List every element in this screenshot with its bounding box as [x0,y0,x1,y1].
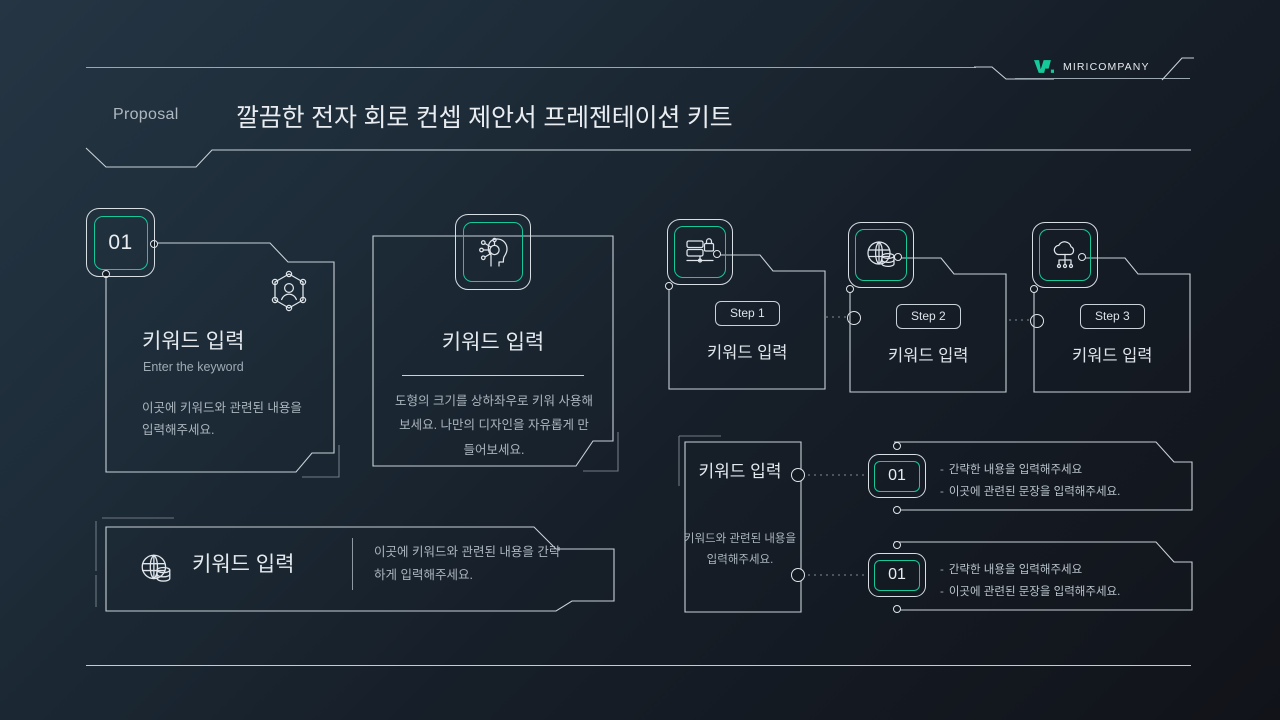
header-top-rule-right [1015,78,1190,79]
brand-logo: MIRICOMPANY [1034,59,1150,74]
bullet-dash: - [940,486,944,498]
bottom-right-badge-1-number: 01 [874,460,920,492]
banner-divider [352,538,353,590]
bullet-dash: - [940,564,944,576]
step-card-3[interactable]: Step 3 키워드 입력 [1020,222,1191,394]
step-3-pill[interactable]: Step 3 [1080,304,1145,329]
card-two-body: 도형의 크기를 상하좌우로 키워 사용해보세요. 나만의 디자인을 자유롭게 만… [395,394,593,457]
step-3-node-right [1078,253,1086,261]
bottom-right-badge-1[interactable]: 01 [868,454,926,498]
card-one[interactable]: 01 키워드 입력 Enter the keyword 이곳에 키워드와 관련된… [86,208,352,490]
step-1-node-bottom [665,282,673,290]
bottom-right-badge-1-node-bottom [893,506,901,514]
bottom-right-row-1-line-2: -이곳에 관련된 문장을 입력해주세요. [940,486,1121,498]
card-one-body: 이곳에 키워드와 관련된 내용을 입력해주세요. [142,401,302,437]
step-3-node-bottom [1030,285,1038,293]
globe-database-icon [867,241,895,268]
card-two-title: 키워드 입력 [441,331,545,354]
step-2-node-bottom [846,285,854,293]
step-3-icon-badge[interactable] [1032,222,1098,288]
bullet-dash: - [940,464,944,476]
bottom-right-dots-2 [808,574,866,576]
bottom-right-body: 키워드와 관련된 내용을 입력해주세요. [683,533,797,567]
hexagon-user-network-icon [271,270,307,312]
miri-logo-mark-icon [1034,60,1054,73]
step-connector-1-2 [826,316,848,318]
brand-name: MIRICOMPANY [1063,60,1150,73]
step-1-node-right [713,250,721,258]
card-two-divider [402,375,584,376]
header-notch-right [974,66,1054,80]
step-1-pill[interactable]: Step 1 [715,301,780,326]
bottom-right-badge-2-number: 01 [874,559,920,591]
header-bottom-rule [85,147,1191,168]
step-2-label: 키워드 입력 [888,347,969,365]
step-3-icon-inner [1039,229,1091,281]
card-two-icon-inner [463,222,523,282]
bottom-banner[interactable] [95,515,620,613]
bottom-right-row-2-frame [894,541,1193,611]
step-3-label: 키워드 입력 [1072,347,1153,365]
bottom-right-node-2 [791,568,805,582]
step-1-frame [668,254,826,390]
cloud-network-icon [1053,241,1075,269]
banner-globe-database-icon [141,554,171,582]
card-two-frame [372,235,619,472]
step-card-1[interactable]: Step 1 키워드 입력 [655,219,826,391]
card-two[interactable]: 키워드 입력 도형의 크기를 상하좌우로 키워 사용해보세요. 나만의 디자인을… [372,214,619,476]
card-one-number: 01 [93,215,148,270]
step-3-frame [1033,257,1191,393]
page-title: 깔끔한 전자 회로 컨셉 제안서 프레젠테이션 키트 [236,104,733,132]
step-2-pill[interactable]: Step 2 [896,304,961,329]
step-connector-2-3 [1009,319,1031,321]
header-diagonal-right [1161,57,1194,81]
bottom-right-card-frame [678,435,802,613]
card-two-icon-badge[interactable] [455,214,531,290]
bottom-right-row-1-line-1: -간략한 내용을 입력해주세요 [940,464,1083,476]
card-one-frame [105,242,340,478]
footer-rule [86,665,1191,666]
server-lock-icon [686,238,715,263]
bottom-right-node-1 [791,468,805,482]
step-2-frame [849,257,1007,393]
header-top-rule-left [86,67,976,68]
banner-body: 이곳에 키워드와 관련된 내용을 간략하게 입력해주세요. [374,545,561,583]
bottom-right-badge-1-node-top [893,442,901,450]
bottom-right-row-2-line-1: -간략한 내용을 입력해주세요 [940,564,1083,576]
bottom-right-row-1-frame [894,441,1193,511]
step-card-2[interactable]: Step 2 키워드 입력 [836,222,1007,394]
ai-head-circuit-icon [479,237,508,267]
banner-title: 키워드 입력 [192,553,295,576]
bottom-right-dots-1 [808,474,866,476]
bottom-right-title: 키워드 입력 [698,462,782,481]
card-one-subtitle: Enter the keyword [143,360,244,374]
step-1-label: 키워드 입력 [707,344,788,362]
card-one-node-left [102,270,110,278]
bottom-right-card[interactable] [678,435,802,613]
step-1-icon-inner [674,226,726,278]
header-kicker: Proposal [113,106,179,123]
step-1-icon-badge[interactable] [667,219,733,285]
bottom-right-badge-2-node-bottom [893,605,901,613]
bottom-right-badge-2[interactable]: 01 [868,553,926,597]
step-2-icon-badge[interactable] [848,222,914,288]
card-one-title: 키워드 입력 [142,330,245,353]
step-2-icon-inner [855,229,907,281]
card-one-number-badge[interactable]: 01 [86,208,155,277]
bullet-dash: - [940,586,944,598]
bottom-banner-frame [95,517,615,612]
bottom-right-row-2-line-2: -이곳에 관련된 문장을 입력해주세요. [940,586,1121,598]
bottom-right-badge-2-node-top [893,541,901,549]
